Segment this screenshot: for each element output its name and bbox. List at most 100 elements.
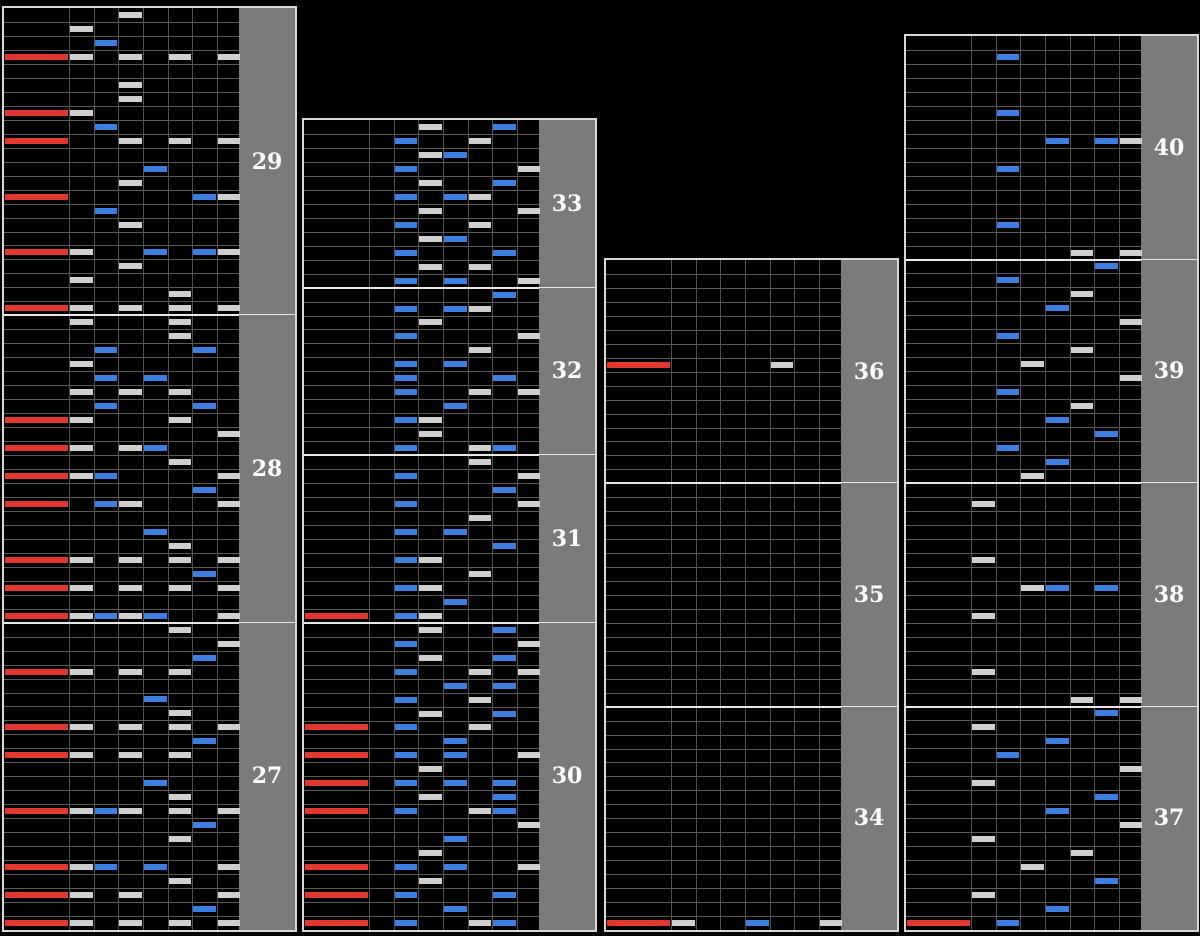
key-note-lane-6 <box>1095 431 1118 438</box>
key-note-lane-2 <box>395 528 417 535</box>
grid-row-line <box>304 902 539 904</box>
grid-row-line <box>4 413 239 415</box>
key-note-lane-4 <box>444 598 467 605</box>
grid-row-line <box>4 888 239 890</box>
grid-row-line <box>606 776 841 778</box>
key-note-lane-3 <box>419 123 442 130</box>
grid-row-line <box>606 567 841 569</box>
grid-row-line <box>304 552 539 554</box>
scratch-note <box>5 668 68 675</box>
key-note-lane-2 <box>395 640 417 647</box>
scratch-note <box>5 808 68 815</box>
grid-row-line <box>606 371 841 373</box>
grid-row-line <box>606 888 841 890</box>
scratch-note <box>5 500 68 507</box>
grid-row-line <box>906 860 1141 862</box>
grid-row-line <box>4 161 239 163</box>
grid-row-line <box>4 468 239 470</box>
scratch-note <box>5 724 68 731</box>
grid-row-line <box>4 147 239 149</box>
key-note-lane-5 <box>1071 403 1093 410</box>
key-note-lane-6 <box>193 347 216 354</box>
grid-row-line <box>304 147 539 149</box>
key-note-lane-1 <box>70 249 93 256</box>
grid-row-line <box>4 832 239 834</box>
grid-row-line <box>4 846 239 848</box>
scratch-note <box>5 892 68 899</box>
key-note-lane-2 <box>395 473 417 480</box>
measure-number-panel: 38 <box>1141 483 1197 707</box>
key-note-lane-1 <box>70 389 93 396</box>
key-note-lane-7 <box>218 193 240 200</box>
grid-row-line <box>906 524 1141 526</box>
grid-row-line <box>304 161 539 163</box>
scratch-note <box>907 920 970 927</box>
grid-row-line <box>606 874 841 876</box>
key-note-lane-7 <box>518 640 540 647</box>
grid-row-line <box>906 315 1141 317</box>
key-note-lane-3 <box>119 612 142 619</box>
key-note-lane-4 <box>1046 305 1069 312</box>
grid-row-line <box>606 608 841 610</box>
scratch-note <box>5 864 68 871</box>
measure-number: 36 <box>853 358 885 385</box>
key-note-lane-6 <box>493 542 516 549</box>
key-note-lane-6 <box>193 654 216 661</box>
grid-row-line <box>304 748 539 750</box>
key-note-lane-6 <box>193 486 216 493</box>
grid-row-line <box>304 734 539 736</box>
key-note-lane-4 <box>1046 417 1069 424</box>
key-note-lane-6 <box>1095 794 1118 801</box>
grid-row-line <box>4 538 239 540</box>
key-note-lane-7 <box>518 752 540 759</box>
key-note-lane-5 <box>1071 347 1093 354</box>
grid-row-line <box>906 91 1141 93</box>
grid-row-line <box>906 455 1141 457</box>
scratch-note <box>5 472 68 479</box>
grid-row-line <box>4 734 239 736</box>
key-note-lane-4 <box>1046 808 1069 815</box>
grid-row-line <box>4 762 239 764</box>
grid-row-line <box>906 175 1141 177</box>
scratch-note <box>5 137 68 144</box>
key-note-lane-4 <box>444 864 467 871</box>
grid-row-line <box>304 497 539 499</box>
key-note-lane-4 <box>144 612 167 619</box>
grid-row-line <box>304 818 539 820</box>
key-note-lane-5 <box>169 710 191 717</box>
key-note-lane-3 <box>419 766 442 773</box>
key-note-lane-5 <box>1071 696 1093 703</box>
key-note-lane-1 <box>70 25 93 32</box>
grid-row-line <box>304 189 539 191</box>
grid-row-line <box>304 413 539 415</box>
scratch-note <box>5 752 68 759</box>
key-note-lane-7 <box>218 431 240 438</box>
grid-row-line <box>4 524 239 526</box>
key-note-lane-4 <box>144 445 167 452</box>
measure-31: 31 <box>304 455 595 623</box>
key-note-lane-7 <box>218 500 240 507</box>
key-note-lane-5 <box>1071 249 1093 256</box>
key-note-lane-7 <box>218 612 240 619</box>
key-note-lane-7 <box>218 724 240 731</box>
grid-row-line <box>4 496 239 498</box>
key-note-lane-3 <box>119 53 142 60</box>
key-note-lane-5 <box>169 626 191 633</box>
grid-row-line <box>4 427 239 429</box>
key-note-lane-1 <box>70 417 93 424</box>
key-note-lane-2 <box>395 724 417 731</box>
key-note-lane-4 <box>444 235 467 242</box>
grid-row-line <box>906 888 1141 890</box>
grid-row-line <box>304 259 539 261</box>
key-note-lane-7 <box>820 920 842 926</box>
key-note-lane-5 <box>169 584 191 591</box>
key-note-lane-4 <box>1046 906 1069 913</box>
measure-number-panel: 31 <box>539 455 595 623</box>
grid-row-line <box>4 636 239 638</box>
key-note-lane-4 <box>444 193 467 200</box>
measure-number: 29 <box>251 148 283 175</box>
grid-row-line <box>304 860 539 862</box>
scratch-note <box>305 612 368 619</box>
key-note-lane-2 <box>997 53 1019 60</box>
grid-row-line <box>304 524 539 526</box>
